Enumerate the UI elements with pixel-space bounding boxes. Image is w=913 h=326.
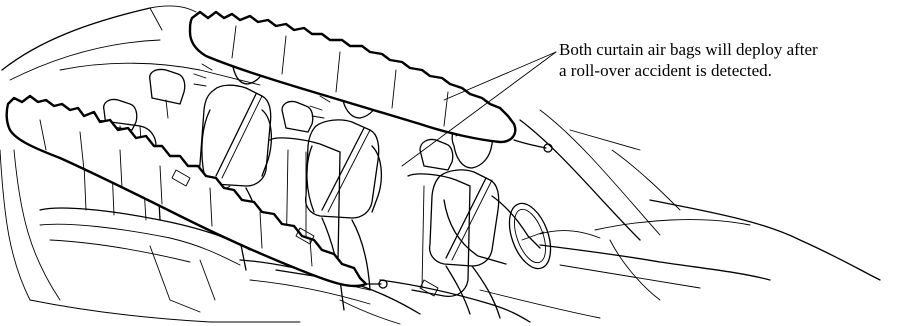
callout-line-2: a roll-over accident is detected. — [559, 60, 909, 81]
steering-wheel — [501, 198, 600, 274]
leader-line-to-right-airbag — [444, 52, 556, 100]
driver-occupant — [430, 120, 540, 318]
callout-line-1: Both curtain air bags will deploy after — [559, 39, 909, 60]
airbag-callout-text: Both curtain air bags will deploy after … — [559, 39, 909, 81]
